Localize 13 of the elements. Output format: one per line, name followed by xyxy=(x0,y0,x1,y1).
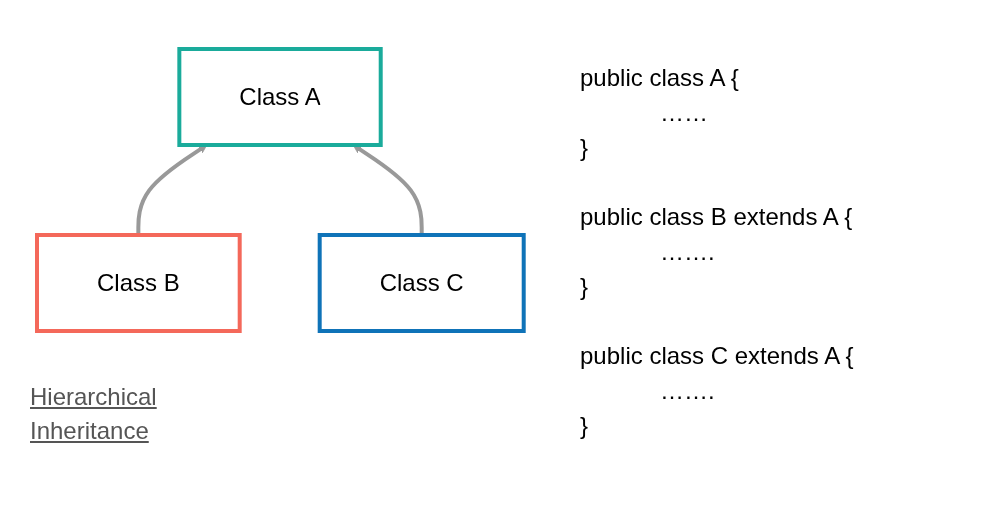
node-box: Class C xyxy=(317,233,526,333)
code-line: ……. xyxy=(659,237,716,267)
code-line: …… xyxy=(659,98,709,128)
code-line: public class B extends A { xyxy=(580,202,854,232)
code-line: } xyxy=(580,411,589,441)
code-line: } xyxy=(580,133,589,163)
node-box: Class A xyxy=(176,47,383,147)
code-line: } xyxy=(580,272,589,302)
code-line: public class C extends A { xyxy=(580,341,854,371)
caption: Hierarchical Inheritance xyxy=(30,382,158,446)
node-box: Class B xyxy=(34,233,242,333)
code-line: public class A { xyxy=(580,63,740,93)
code-line: ……. xyxy=(659,376,716,406)
